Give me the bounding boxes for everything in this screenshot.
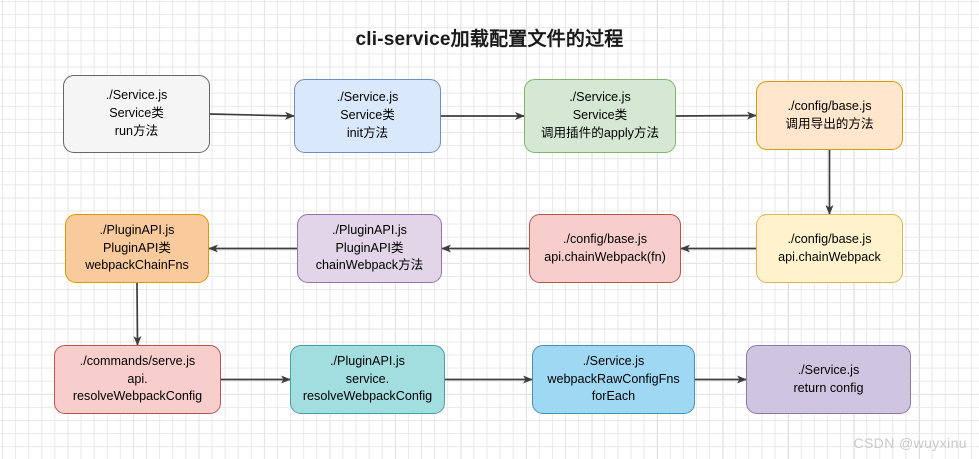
flow-node-n1: ./Service.js Service类 run方法 xyxy=(63,75,210,153)
flow-node-n6: ./config/base.js api.chainWebpack(fn) xyxy=(529,214,681,283)
page-title: cli-service加载配置文件的过程 xyxy=(355,29,624,50)
flow-node-n7: ./PluginAPI.js PluginAPI类 chainWebpack方法 xyxy=(297,214,442,283)
flow-edge-n3-to-n4 xyxy=(675,111,757,120)
flow-node-n5: ./config/base.js api.chainWebpack xyxy=(756,214,903,283)
flow-edge-n1-to-n2 xyxy=(209,111,295,120)
flow-node-n8: ./PluginAPI.js PluginAPI类 webpackChainFn… xyxy=(65,214,209,283)
flow-node-n11: ./Service.js webpackRawConfigFns forEach xyxy=(532,345,695,414)
flow-node-n3: ./Service.js Service类 调用插件的apply方法 xyxy=(524,79,676,153)
flow-node-n4: ./config/base.js 调用导出的方法 xyxy=(756,81,903,150)
flow-node-n2: ./Service.js Service类 init方法 xyxy=(294,79,441,153)
flow-edge-n8-to-n9 xyxy=(133,282,142,346)
flow-node-n12: ./Service.js return config xyxy=(746,345,911,414)
flow-node-n10: ./PluginAPI.js service. resolveWebpackCo… xyxy=(290,345,445,414)
watermark: CSDN @wuyxinu xyxy=(853,435,967,451)
flow-node-n9: ./commands/serve.js api. resolveWebpackC… xyxy=(54,345,221,414)
